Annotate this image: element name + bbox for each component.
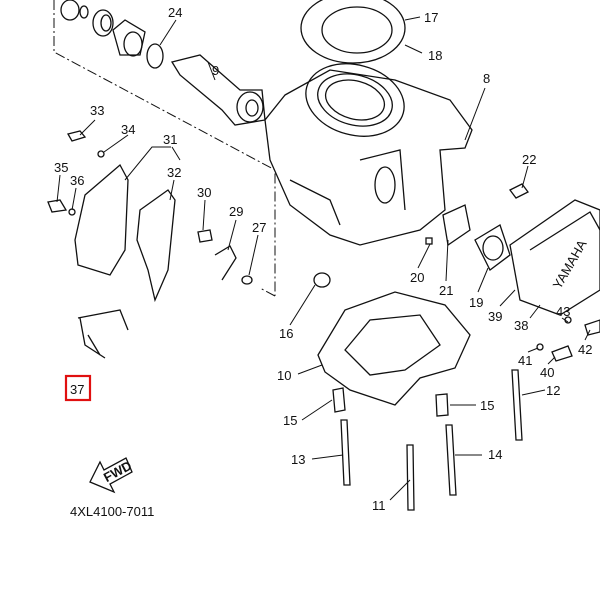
- callout-12[interactable]: 12: [546, 383, 560, 398]
- callout-19[interactable]: 19: [469, 295, 483, 310]
- callout-9[interactable]: 9: [212, 63, 219, 78]
- dowel-20: [425, 237, 433, 245]
- callout-22[interactable]: 22: [522, 152, 536, 167]
- callout-labels: 24 9 17 18 8 33 34 31 32 35 36 30 29 27 …: [54, 5, 592, 513]
- bolt-30: [197, 229, 213, 243]
- bolt-22: [509, 183, 529, 199]
- bolt-35: [47, 199, 68, 213]
- callout-21[interactable]: 21: [439, 283, 453, 298]
- callout-41[interactable]: 41: [518, 353, 532, 368]
- leader-lines: [56, 16, 591, 501]
- callout-29[interactable]: 29: [229, 204, 243, 219]
- callout-11[interactable]: 11: [372, 498, 386, 513]
- callout-13[interactable]: 13: [291, 452, 305, 467]
- reed-19: [474, 224, 511, 271]
- callout-31[interactable]: 31: [163, 132, 177, 147]
- dowel-15-right: [435, 393, 449, 417]
- head-gasket-17: [300, 0, 406, 64]
- highlight-box-37: [64, 374, 92, 402]
- fwd-label: FWD: [101, 458, 134, 485]
- callout-39[interactable]: 39: [488, 309, 502, 324]
- gasket-inner: [321, 6, 393, 54]
- bolt-40: [551, 345, 573, 362]
- callout-35[interactable]: 35: [54, 160, 68, 175]
- callout-14[interactable]: 14: [488, 447, 502, 462]
- callout-38[interactable]: 38: [514, 318, 528, 333]
- callout-15-right[interactable]: 15: [480, 398, 494, 413]
- exhaust-valve-cover: [509, 199, 600, 316]
- fwd-arrow-icon: FWD: [89, 457, 134, 494]
- callout-43[interactable]: 43: [556, 304, 570, 319]
- stud-12: [511, 369, 523, 441]
- plate-29: [214, 245, 237, 281]
- callout-32[interactable]: 32: [167, 165, 181, 180]
- stud-13: [340, 419, 351, 486]
- stud-14: [445, 424, 457, 496]
- base-gasket-10: [317, 291, 471, 406]
- callout-16[interactable]: 16: [279, 326, 293, 341]
- callout-15-left[interactable]: 15: [283, 413, 297, 428]
- callout-10[interactable]: 10: [277, 368, 291, 383]
- callout-34[interactable]: 34: [121, 122, 135, 137]
- part-37-clip: [77, 309, 129, 359]
- washer-41: [536, 343, 544, 351]
- bolt-42: [584, 319, 600, 336]
- washer-34: [97, 150, 105, 158]
- nut-16: [313, 272, 331, 288]
- stud-11: [406, 444, 415, 511]
- bolt-33: [67, 130, 87, 142]
- callout-20[interactable]: 20: [410, 270, 424, 285]
- callout-33[interactable]: 33: [90, 103, 104, 118]
- gasket-21: [442, 204, 471, 247]
- cylinder: [264, 63, 473, 246]
- dowel-15-left: [332, 387, 346, 413]
- gasket-32: [136, 189, 176, 303]
- cover-31: [74, 163, 129, 276]
- assembly-boundary-line: [53, 0, 276, 296]
- callout-17[interactable]: 17: [424, 10, 438, 25]
- callout-36[interactable]: 36: [70, 173, 84, 188]
- callout-42[interactable]: 42: [578, 342, 592, 357]
- boundary-tick: [259, 287, 276, 297]
- callout-24[interactable]: 24: [168, 5, 182, 20]
- collar-27: [241, 275, 253, 285]
- water-pump-parts: [60, 0, 266, 126]
- callout-37[interactable]: 37: [70, 382, 84, 397]
- part-number: 4XL4100-7011: [70, 504, 154, 519]
- callout-27[interactable]: 27: [252, 220, 266, 235]
- callout-30[interactable]: 30: [197, 185, 211, 200]
- callout-18[interactable]: 18: [428, 48, 442, 63]
- callout-40[interactable]: 40: [540, 365, 554, 380]
- callout-8[interactable]: 8: [483, 71, 490, 86]
